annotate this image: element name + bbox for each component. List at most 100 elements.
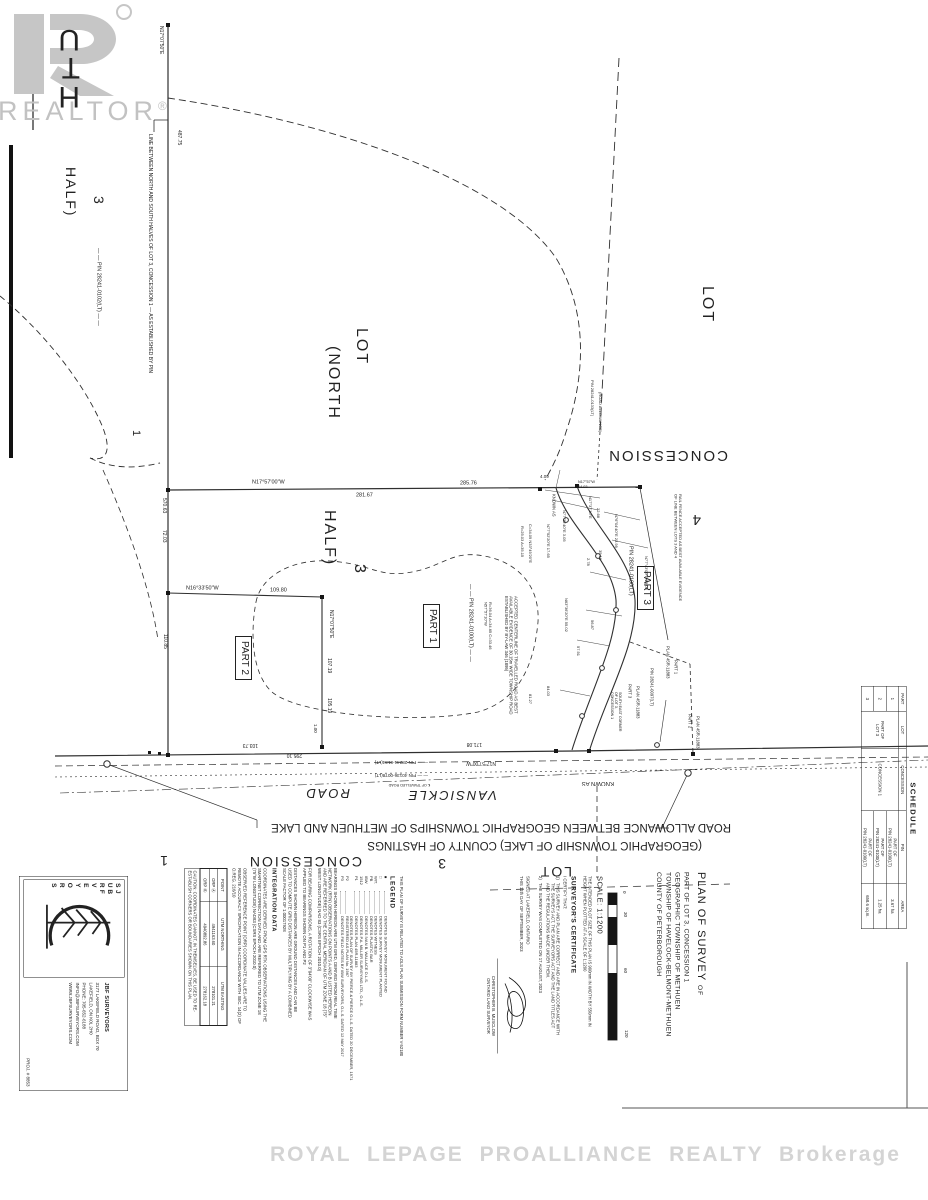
orp-header-easting: UTM EASTING (217, 966, 227, 1026)
schedule-header: LOT (898, 711, 907, 749)
orp-header-point: POINT (217, 868, 227, 902)
legend-leader-dots (364, 891, 368, 914)
title-line: TOWNSHIP OF HAVELOCK-BELMONT-METHUEN (664, 872, 673, 1037)
orp-coordinate-table: POINT UTM NORTHING UTM EASTING ORP Ⓐ 494… (184, 868, 228, 1026)
plan-annotation: N77°43'00"E 23.05 (644, 556, 649, 590)
legend-symbol: P2 (344, 876, 350, 881)
plan-annotation: 72.03 (161, 530, 168, 543)
plan-annotation: N17°57'00"W (466, 760, 496, 767)
legend-leader-dots (359, 891, 363, 914)
schedule-concession: CONCESSION 1 (861, 748, 899, 811)
pin-28241-0102: — — PIN 28241-0102(LT) — — (96, 248, 102, 326)
legend-symbol: WIT. (373, 876, 379, 884)
jbf-addr-line: WWW.JBFSURVEYORS.COM (68, 982, 74, 1045)
plan-annotation: 110.85 (162, 634, 169, 649)
legend-leader-dots (354, 891, 358, 914)
known-as-label: KNOWN AS (581, 780, 614, 786)
schedule-table: PART LOT CONCESSION PIN AREA 1 PART OF L… (861, 686, 907, 929)
schedule-pin: PART OF PIN 28241-0100(LT) (861, 810, 874, 884)
jbf-addr-line: INFO@JBFSURVEYORS.COM (75, 982, 80, 1046)
jbf-vertical-name: JBF SURVEYORS (50, 881, 122, 896)
related-plan-note: THIS PLAN OF SURVEY IS RELATED TO AOLS P… (399, 876, 404, 1057)
realtor-logo-icon (14, 4, 132, 96)
legend-leader-dots (374, 891, 378, 914)
lot-east-label: LOT (699, 286, 716, 324)
brokerage-watermark: ROYAL LEPAGE PROALLIANCE REALTY Brokerag… (270, 1143, 901, 1166)
plan-annotation: ℄ OF TRAVELLED ROAD (388, 783, 430, 788)
schedule-part: 3 (861, 686, 874, 712)
plan-annotation: 84.03 (546, 686, 551, 697)
legend-symbol: P3 (339, 876, 345, 881)
orp-note: OBSERVED REFERENCE POINT (ORP) COORDINAT… (231, 868, 248, 1024)
pin-28241-0100-part1: — — PIN 28241-0100(LT) — — (468, 584, 474, 662)
jbf-addr-line: 3177 LAKEFIELD ROAD, BOX 70 (95, 982, 101, 1051)
orp-northing: 4940892.86 (200, 901, 210, 967)
certificate-intro: I CERTIFY THAT: (562, 876, 568, 910)
legend-row: ■ DENOTES SURVEY MONUMENT FOUND (383, 876, 389, 1103)
plan-annotation: PART 2 (687, 714, 693, 729)
table-row: ORP Ⓑ 4940892.86 278162.18 (200, 868, 210, 1026)
surveyor-name: CHRISTOPHER B. MUSCLOW (491, 958, 498, 1054)
plan-annotation: 295.10 (286, 752, 302, 759)
plan-annotation: N77°38'40"E 3.05 (562, 510, 567, 542)
orp-easting: 278162.18 (200, 966, 210, 1026)
item-number: 1) (555, 876, 561, 880)
plan-annotation: C=34.09 N33°49'20"E (528, 524, 533, 564)
schedule-header: AREA (898, 883, 907, 929)
plan-annotation: PIN 28241-0133(LT) (590, 380, 595, 417)
signed-at: SIGNED AT LAKEFIELD, ONTARIO THIS 11th D… (486, 876, 531, 951)
plan-annotation: 281.67 (356, 492, 373, 498)
schedule-lot: PART OF LOT 3 (861, 711, 899, 749)
orp-point: ORP Ⓐ (209, 868, 218, 902)
plan-annotation: R=36.04 A=34.65 C=33.46 N57°57'10"W (483, 602, 493, 650)
signed-location: SIGNED AT LAKEFIELD, ONTARIO (525, 876, 531, 945)
legend-row: PB DENOTES PLASTIC BAR (368, 876, 374, 1103)
firm-title-block: JBF SURVEYORS JBF SURVEYORS 3177 LAKEFIE… (16, 876, 128, 1094)
pin-28241-0134: — — PIN 28241-0134(LT) (374, 760, 428, 765)
project-number: PROJ. # 8853 (25, 1058, 31, 1087)
integration-data-block: BEARINGS SHOWN HEREON ARE UTM GRID, DERI… (138, 868, 338, 1105)
legend-row: P2 DENOTES PLAN OF SURVEY BY PIERCE & PI… (344, 876, 354, 1103)
legend-heading: LEGEND (389, 876, 397, 910)
registered-mark: ® (158, 99, 167, 113)
legend-symbol: ■ (383, 876, 389, 879)
plan-annotation: N17°57'00"W (252, 479, 285, 485)
road-allowance-label: ROAD ALLOWANCE BETWEEN GEOGRAPHIC TOWNSH… (271, 821, 731, 833)
plan-annotation: PLAN 45R-11883 (695, 716, 701, 749)
concession-east-label: CONCESSION (607, 447, 728, 464)
item-text: THIS SURVEY AND PLAN ARE CORRECT AND ARE… (545, 882, 561, 1035)
coordinates-caution: CAUTION: COORDINATES CANNOT, IN THEMSELV… (185, 868, 201, 1026)
jbf-address: JBF SURVEYORS 3177 LAKEFIELD ROAD, BOX 7… (23, 983, 125, 1088)
plan-annotation: 171.08 (466, 741, 482, 748)
surveyor-signature (504, 977, 526, 1033)
legend-description: DENOTES PLAN OF SURVEY BY PIERCE & PIERC… (344, 916, 354, 1081)
legend-description: DENOTES IVAN B. WALLACE O.L.S. (363, 916, 369, 983)
coordinates-note: COORDINATES ARE DERIVED FROM GPS RTK OBS… (251, 868, 268, 1022)
jbf-addr-line: PHONE: 705-652-6188 (81, 982, 87, 1030)
scale-label: SCALE: 1:1200 (595, 876, 605, 935)
plan-annotation: 1 (158, 853, 168, 869)
schedule-heading: SCHEDULE (908, 782, 918, 836)
plan-annotation: N17°07'50"E (328, 610, 335, 639)
plan-annotation: (NORTH (325, 346, 342, 420)
jbf-tree-icon (46, 904, 111, 949)
plan-annotation: (ROAD ALLOWANCE) (598, 392, 603, 433)
signed-date: THIS 11th DAY OF SEPTEMBER, 2023 (519, 876, 525, 952)
plan-annotation: N17°07'50"E (158, 26, 165, 55)
legend-description: DENOTES PLASTIC BAR (368, 916, 374, 963)
item-text: THE SURVEY WAS COMPLETED ON 17 AUGUST, 2… (538, 882, 543, 993)
plan-annotation: R=25.03 A=35.15 (520, 526, 525, 558)
legend-description: DENOTES PLAN 45R-11883 (354, 916, 359, 968)
plan-annotation: PART 3 (627, 684, 633, 699)
legend-leader-dots (340, 891, 344, 914)
legend-symbol: IBW (363, 876, 369, 884)
plan-annotation: HALF) (321, 510, 338, 567)
jbf-logo: JBF SURVEYORS (23, 879, 125, 978)
schedule-area: 658.6 sq.m. (861, 883, 874, 929)
schedule-part: 1 (886, 686, 899, 712)
certificate-item-2: 2) THE SURVEY WAS COMPLETED ON 17 AUGUST… (538, 876, 543, 1036)
orp-northing: 4941163.60 (209, 901, 218, 967)
travelled-road-note: ACCEPTED CENTERLINE OF TRAVELLED ROAD AS… (503, 596, 519, 715)
legend-symbol: P1 (354, 876, 359, 881)
